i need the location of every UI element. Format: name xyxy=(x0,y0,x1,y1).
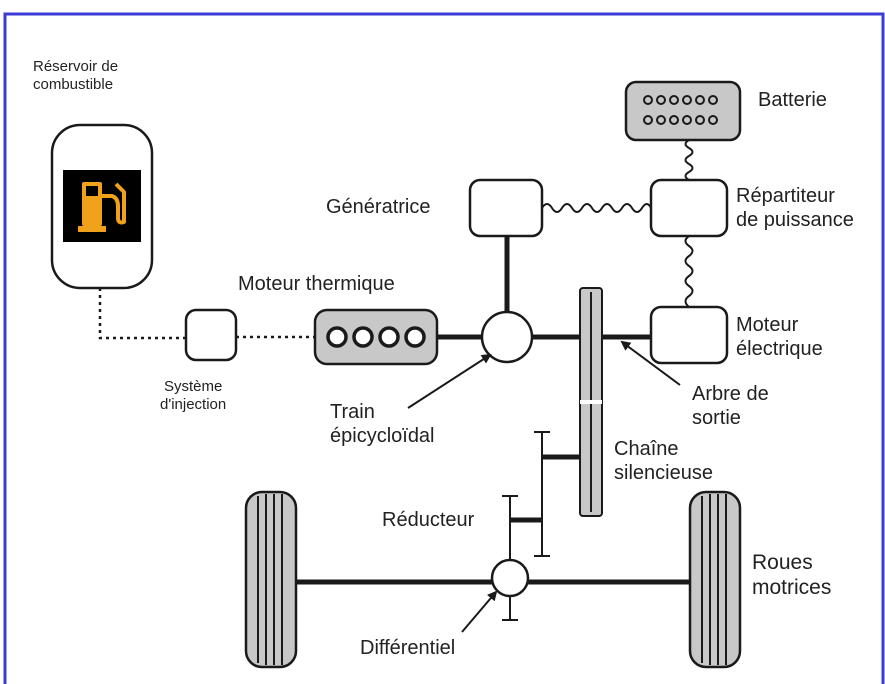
battery-cells xyxy=(643,95,718,125)
generator-box xyxy=(468,178,544,238)
label-chaine-silencieuse: Chaîne silencieuse xyxy=(614,438,713,484)
label-repartiteur: Répartiteur de puissance xyxy=(736,185,854,231)
frame-border xyxy=(3,12,885,684)
arrow-differentiel xyxy=(461,590,498,633)
electric-motor-box xyxy=(649,305,729,365)
label-reducteur: Réducteur xyxy=(382,509,475,531)
wire-battery-splitter xyxy=(684,139,694,181)
wheel-right xyxy=(688,490,742,669)
label-reservoir: Réservoir de combustible xyxy=(33,58,119,93)
label-generatrice: Génératrice xyxy=(326,196,431,218)
label-moteur-thermique: Moteur thermique xyxy=(238,273,395,295)
arrow-arbre-sortie xyxy=(620,340,681,386)
arrow-train-epicycloidal xyxy=(407,353,492,409)
differential xyxy=(490,558,530,598)
power-splitter-box xyxy=(649,178,729,238)
planetary-gear xyxy=(480,310,534,364)
label-roues-motrices: Roues motrices xyxy=(752,551,832,600)
battery-box xyxy=(624,80,742,142)
label-batterie: Batterie xyxy=(758,89,827,111)
fuel-line-tank-to-injection xyxy=(98,288,185,340)
fuel-pump-icon xyxy=(63,170,141,242)
engine-cylinders xyxy=(326,326,426,348)
label-moteur-electrique: Moteur électrique xyxy=(736,314,823,360)
wheel-left xyxy=(244,490,298,669)
injection-system-box xyxy=(184,308,238,362)
label-differentiel: Différentiel xyxy=(360,637,456,659)
label-arbre-sortie: Arbre de sortie xyxy=(692,383,769,429)
label-train-epicycloidal: Train épicycloïdal xyxy=(330,401,435,447)
wire-splitter-motor xyxy=(684,235,694,308)
label-systeme-injection: Système d'injection xyxy=(160,378,227,413)
wire-generator-splitter xyxy=(541,203,652,213)
